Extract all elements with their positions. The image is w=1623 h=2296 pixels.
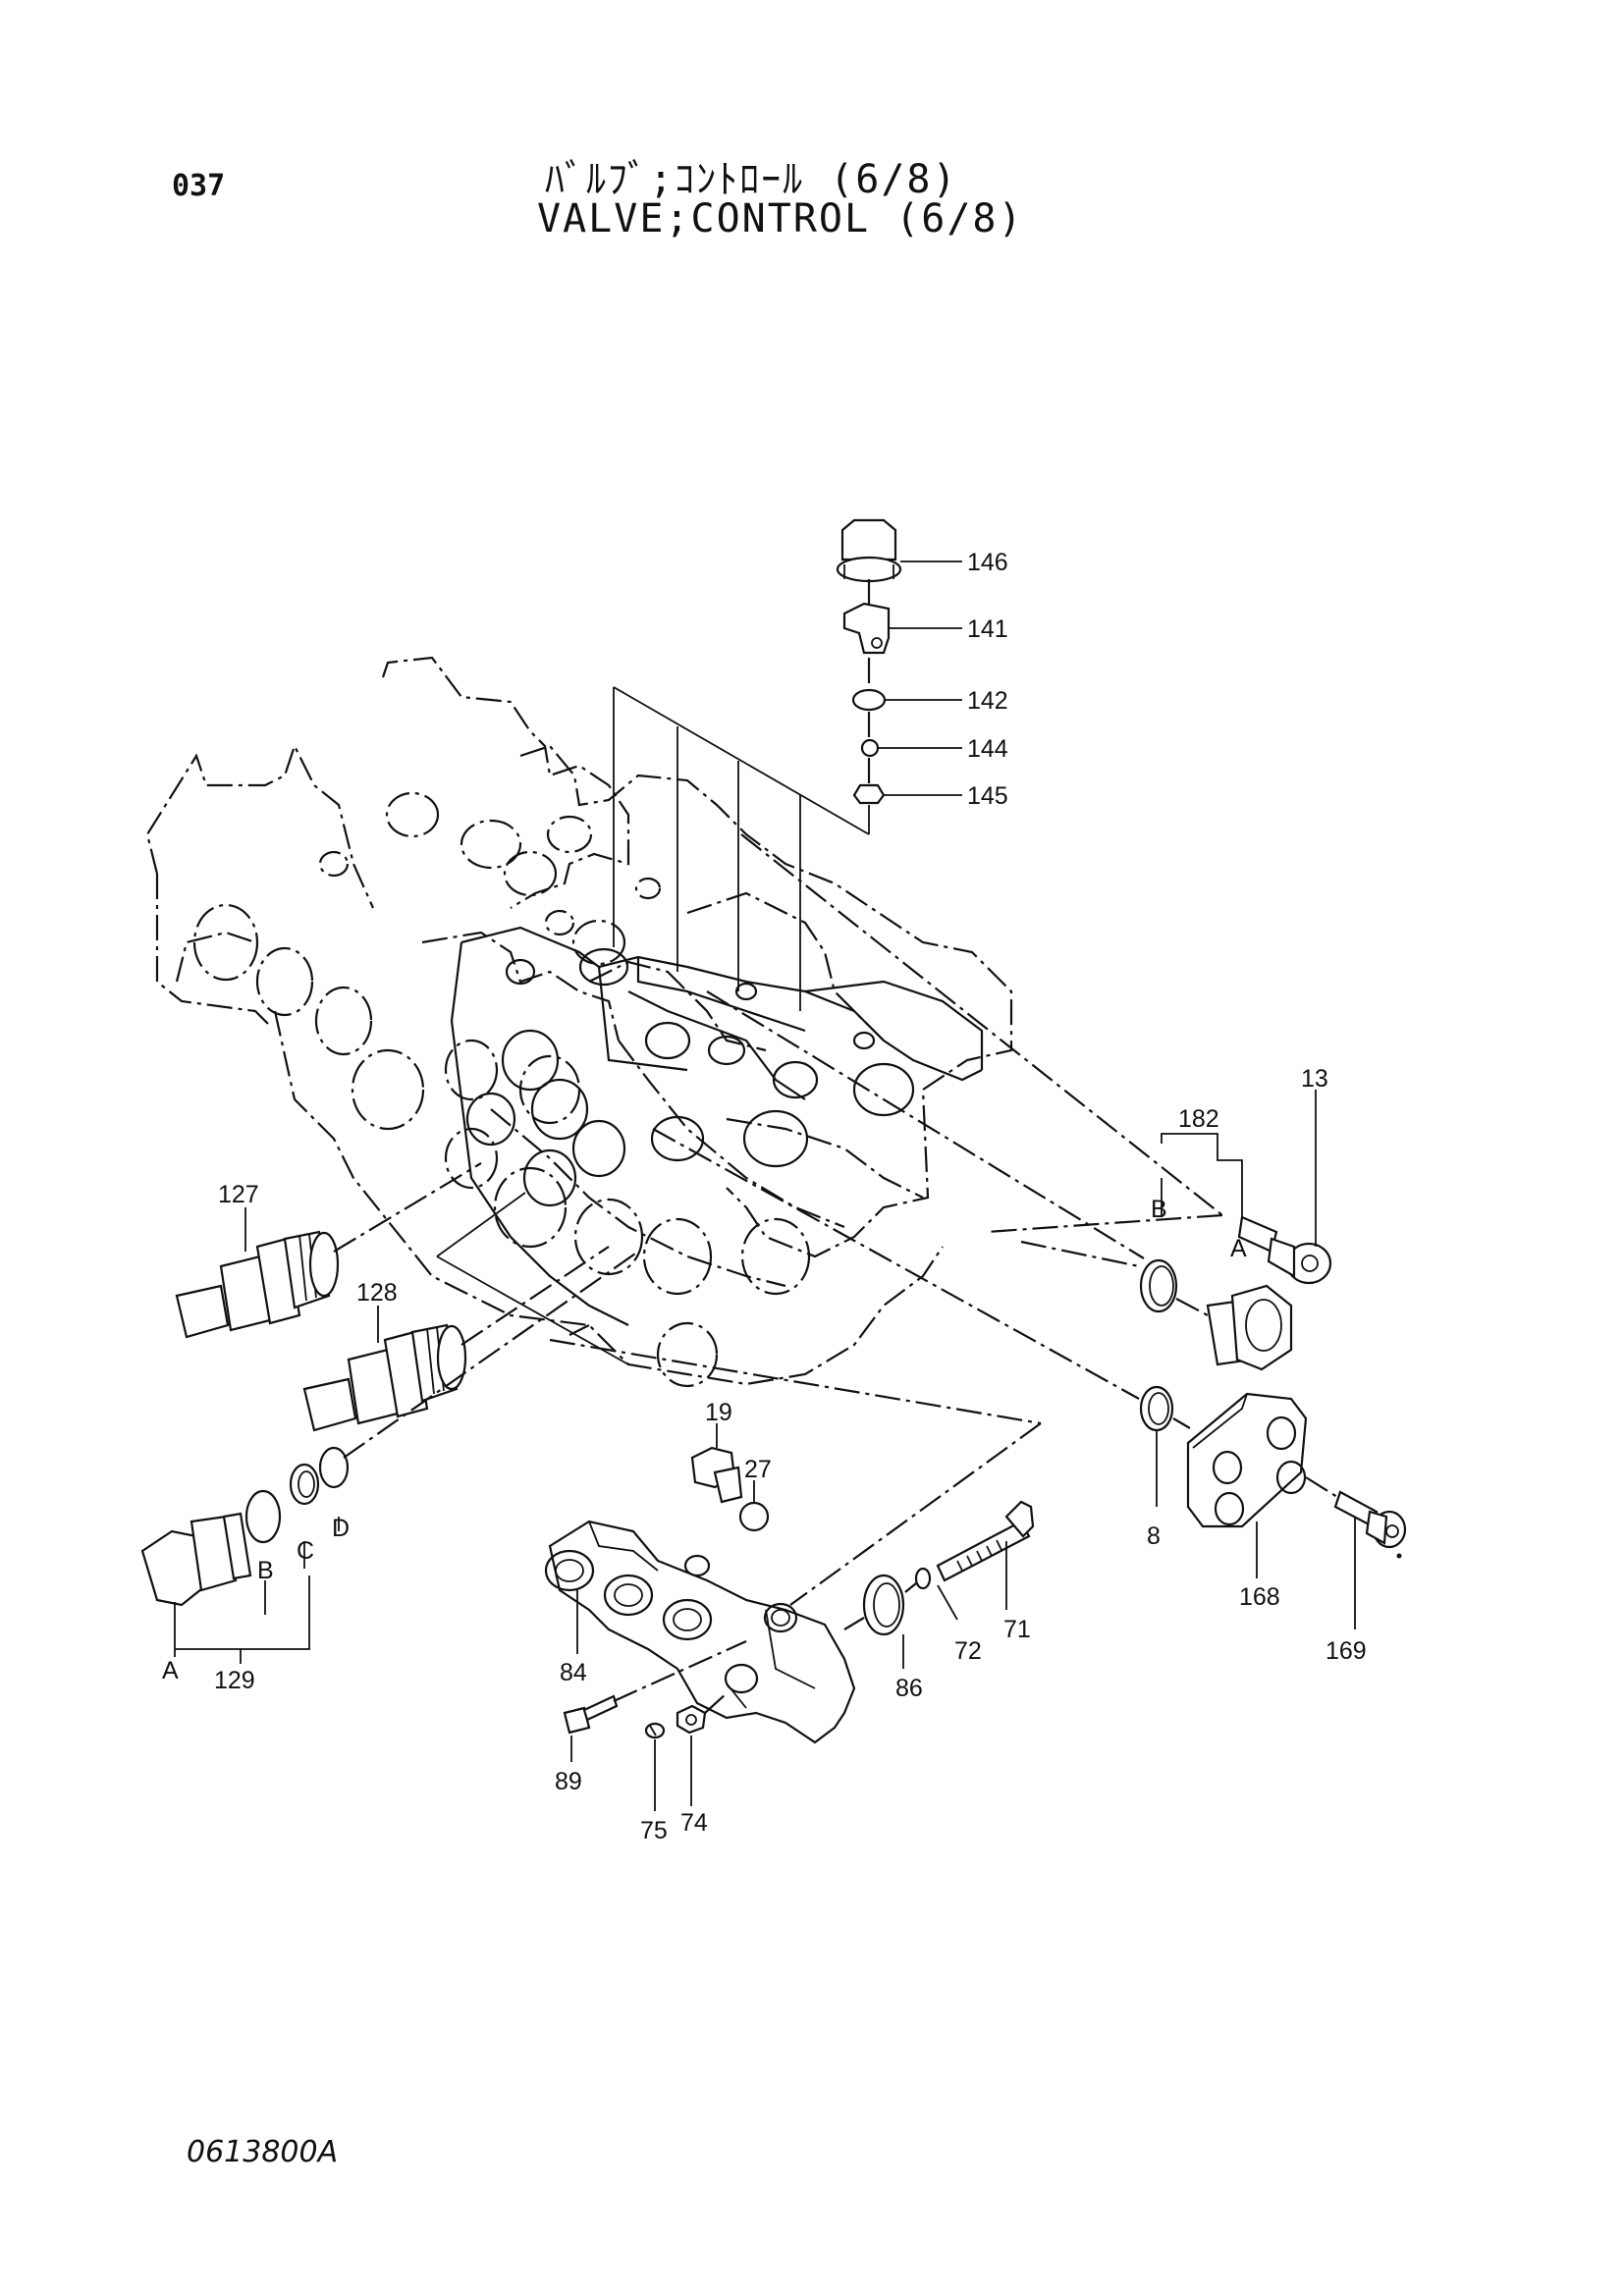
- nut-74: [676, 1704, 707, 1735]
- letter-129-b: B: [257, 1557, 274, 1584]
- washer-75: [644, 1722, 666, 1739]
- seat-145: [852, 783, 962, 805]
- plug-19: [690, 1446, 743, 1504]
- callout-75: 75: [640, 1817, 668, 1844]
- callout-146: 146: [967, 549, 1008, 576]
- page-title-japanese: ﾊﾞﾙﾌﾞ;ｺﾝﾄﾛｰﾙ (6/8): [545, 157, 958, 202]
- callout-84: 84: [560, 1659, 587, 1686]
- plug-146: [836, 518, 962, 583]
- relief-valve-127: [175, 1230, 340, 1339]
- bolt-169: [1333, 1490, 1407, 1559]
- letter-129-a: A: [162, 1657, 179, 1684]
- callout-71: 71: [1003, 1616, 1031, 1643]
- callout-145: 145: [967, 782, 1008, 810]
- callout-27: 27: [744, 1456, 772, 1483]
- o-ring-72: [914, 1567, 932, 1590]
- plug-182a: [1206, 1284, 1293, 1371]
- callout-128: 128: [356, 1279, 398, 1307]
- bolt-89: [563, 1694, 619, 1735]
- drawing-number: 0613800A: [187, 2135, 339, 2169]
- letter-182-b: B: [1151, 1196, 1167, 1223]
- page-number: 037: [172, 169, 226, 203]
- callout-13: 13: [1301, 1065, 1328, 1093]
- flange-168: [1186, 1392, 1308, 1528]
- callout-19: 19: [705, 1399, 732, 1426]
- valve-body-housing: [145, 656, 1013, 1388]
- o-ring-182b: [1139, 1258, 1178, 1313]
- o-ring-8: [1139, 1385, 1174, 1432]
- bolt-13: [1237, 1215, 1332, 1285]
- shaft-71: [936, 1500, 1035, 1582]
- o-ring-86: [862, 1574, 905, 1636]
- o-ring-27: [738, 1501, 770, 1532]
- letter-129-d: D: [332, 1515, 350, 1542]
- letter-129-c: C: [297, 1537, 314, 1565]
- callout-182: 182: [1178, 1105, 1219, 1133]
- callout-144: 144: [967, 735, 1008, 763]
- piston-141: [842, 602, 962, 655]
- callout-8: 8: [1147, 1522, 1161, 1550]
- o-ring-129b: [244, 1489, 282, 1544]
- backup-ring-129c: [289, 1463, 320, 1506]
- callout-168: 168: [1239, 1583, 1280, 1611]
- bracket-84: [544, 1520, 856, 1744]
- callout-74: 74: [680, 1809, 708, 1837]
- valve-block-front: [450, 926, 984, 1326]
- callout-169: 169: [1325, 1637, 1367, 1665]
- o-ring-142: [851, 688, 962, 712]
- callout-86: 86: [895, 1675, 923, 1702]
- callout-127: 127: [218, 1181, 259, 1208]
- relief-valve-128: [302, 1323, 467, 1432]
- callout-142: 142: [967, 687, 1008, 715]
- plug-129a: [140, 1512, 252, 1607]
- o-ring-129d: [318, 1446, 350, 1489]
- callout-72: 72: [954, 1637, 982, 1665]
- letter-182-a: A: [1230, 1235, 1247, 1262]
- page-title: VALVE;CONTROL (6/8): [537, 196, 1024, 241]
- callout-89: 89: [555, 1768, 582, 1795]
- callout-129: 129: [214, 1667, 255, 1694]
- callout-141: 141: [967, 615, 1008, 643]
- ball-144: [860, 738, 962, 758]
